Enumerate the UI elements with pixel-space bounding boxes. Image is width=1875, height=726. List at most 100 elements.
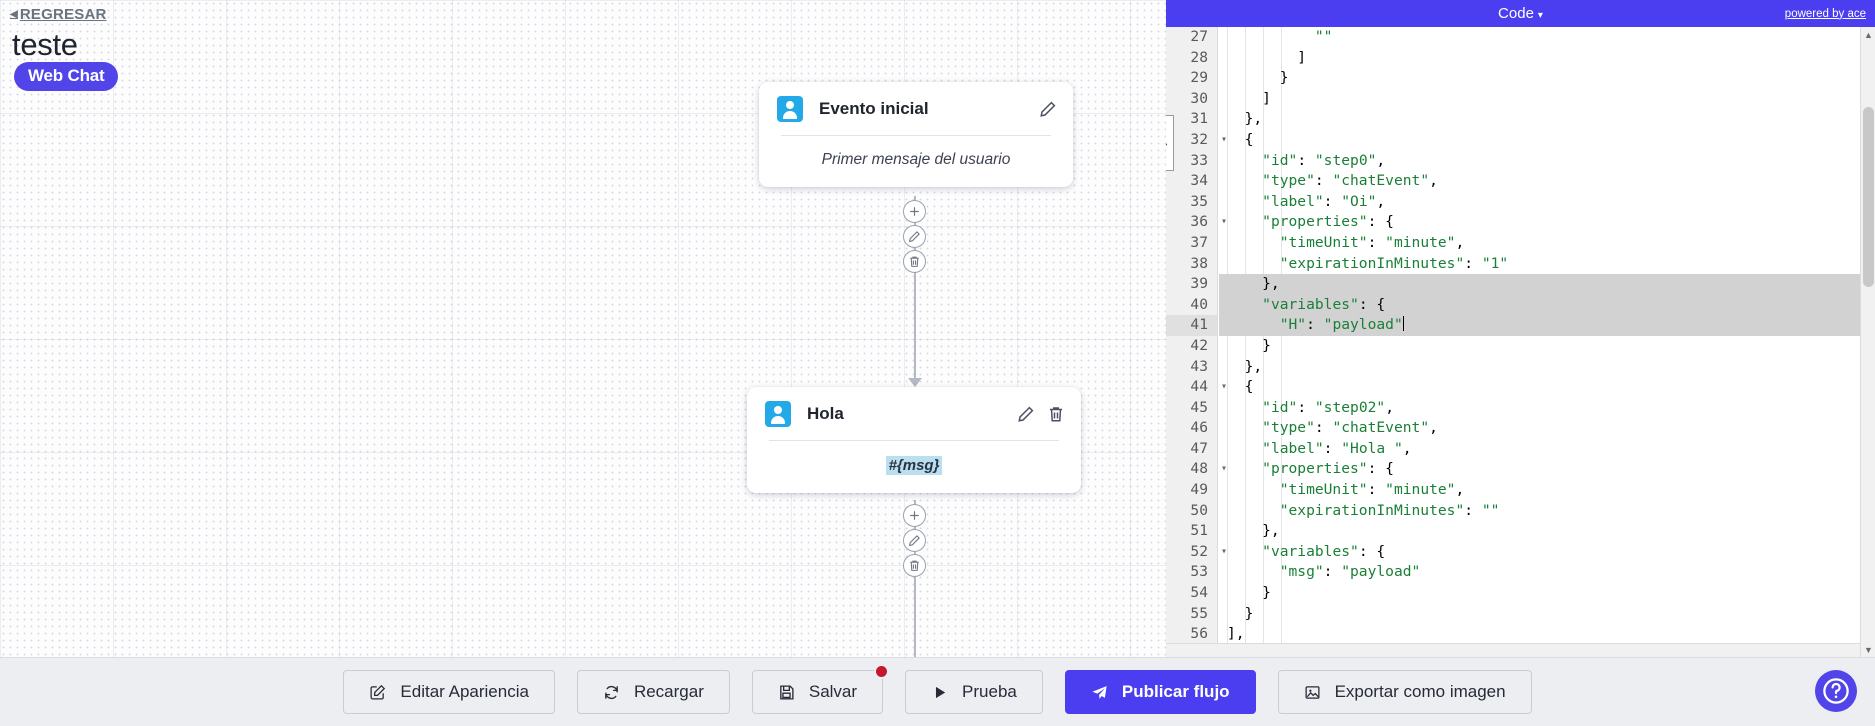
code-line[interactable]: "id": "step0", <box>1262 151 1386 169</box>
connector-tools-1[interactable] <box>903 200 926 273</box>
gutter-line-number[interactable]: 42 <box>1190 336 1208 354</box>
scrollbar-thumb[interactable] <box>1863 107 1874 287</box>
pencil-icon[interactable] <box>903 225 926 248</box>
code-line[interactable]: } <box>1227 604 1254 622</box>
code-line[interactable]: "type": "chatEvent", <box>1262 172 1438 190</box>
code-line[interactable]: }, <box>1219 274 1875 295</box>
gutter-line-number[interactable]: 48▾ <box>1166 459 1227 480</box>
code-line[interactable]: { <box>1227 130 1254 148</box>
fold-toggle-icon[interactable]: ▾ <box>1220 133 1227 145</box>
code-line[interactable]: "label": "Oi", <box>1262 192 1386 210</box>
gutter-line-number[interactable]: 51 <box>1190 522 1208 540</box>
help-button[interactable] <box>1815 670 1857 712</box>
code-line[interactable]: }, <box>1227 357 1263 375</box>
flow-canvas[interactable]: ◀ REGRESAR teste Web Chat <box>0 0 1166 657</box>
gutter-line-number[interactable]: 36▾ <box>1166 212 1227 233</box>
gutter-line-number[interactable]: 35 <box>1190 192 1208 210</box>
scroll-up-icon[interactable]: ▲ <box>1864 29 1873 40</box>
gutter-line-number[interactable]: 32▾ <box>1166 130 1227 151</box>
trash-icon[interactable] <box>1047 405 1065 423</box>
toolbar-button-recargar[interactable]: Recargar <box>576 670 730 714</box>
code-line[interactable]: "type": "chatEvent", <box>1262 419 1438 437</box>
editor-content[interactable]: "" ] } ] }, { "id": "step0", "type": "ch… <box>1219 27 1875 657</box>
gutter-line-number[interactable]: 37 <box>1190 233 1208 251</box>
code-line[interactable]: "expirationInMinutes": "1" <box>1279 254 1509 272</box>
gutter-line-number[interactable]: 50 <box>1190 501 1208 519</box>
pencil-icon[interactable] <box>1017 405 1035 423</box>
gutter-line-number[interactable]: 49 <box>1190 481 1208 499</box>
gutter-line-number[interactable]: 45 <box>1190 398 1208 416</box>
gutter-line-number[interactable]: 33 <box>1190 151 1208 169</box>
toolbar-button-salvar[interactable]: Salvar <box>751 670 884 714</box>
code-line[interactable]: }, <box>1227 110 1263 128</box>
code-line[interactable]: "id": "step02", <box>1262 398 1394 416</box>
gutter-line-number[interactable]: 55 <box>1190 604 1208 622</box>
fold-toggle-icon[interactable]: ▾ <box>1220 545 1227 557</box>
code-line[interactable]: "label": "Hola ", <box>1262 439 1412 457</box>
gutter-line-number[interactable]: 38 <box>1190 254 1208 272</box>
editor-vertical-scrollbar[interactable]: ▲ ▼ <box>1860 27 1875 657</box>
flow-node-evento-inicial[interactable]: Evento inicial Primer mensaje del usuari… <box>759 82 1073 187</box>
code-line[interactable]: "expirationInMinutes": "" <box>1279 501 1500 519</box>
gutter-line-number[interactable]: 56 <box>1190 625 1208 643</box>
gutter-line-number[interactable]: 28 <box>1190 48 1208 66</box>
gutter-line-number[interactable]: 30 <box>1190 89 1208 107</box>
gutter-line-number[interactable]: 41 <box>1166 315 1217 336</box>
code-line[interactable]: ], <box>1227 625 1245 643</box>
back-link[interactable]: ◀ REGRESAR <box>10 6 107 23</box>
editor-horizontal-scrollbar[interactable] <box>1166 643 1860 657</box>
flow-node-hola[interactable]: Hola #{msg} <box>747 387 1081 493</box>
fold-toggle-icon[interactable]: ▾ <box>1220 381 1227 393</box>
code-line[interactable]: "properties": { <box>1262 460 1394 478</box>
add-step-icon[interactable] <box>903 200 926 223</box>
gutter-line-number[interactable]: 27 <box>1190 28 1208 45</box>
connector-tools-2[interactable] <box>903 504 926 577</box>
code-panel-title-dropdown[interactable]: Code▾ <box>1166 5 1875 22</box>
code-line[interactable]: "timeUnit": "minute", <box>1279 481 1465 499</box>
code-line[interactable]: "timeUnit": "minute", <box>1279 233 1465 251</box>
code-line[interactable]: "msg": "payload" <box>1279 563 1421 581</box>
code-line[interactable]: "" <box>1314 28 1333 45</box>
code-line[interactable]: ] <box>1227 89 1271 107</box>
gutter-line-number[interactable]: 43 <box>1190 357 1208 375</box>
fold-toggle-icon[interactable]: ▾ <box>1220 463 1227 475</box>
code-line[interactable]: } <box>1227 584 1271 602</box>
code-line[interactable]: "variables": { <box>1219 294 1875 316</box>
code-line[interactable]: ] <box>1227 48 1307 66</box>
toolbar-button-prueba[interactable]: Prueba <box>905 670 1043 714</box>
gutter-line-number[interactable]: 31 <box>1190 110 1208 128</box>
add-step-icon[interactable] <box>903 504 926 527</box>
code-line[interactable]: "H": "payload" <box>1219 315 1875 336</box>
powered-by-ace-link[interactable]: powered by ace <box>1784 7 1866 20</box>
trash-icon[interactable] <box>903 554 926 577</box>
gutter-line-number[interactable]: 46 <box>1190 419 1208 437</box>
gutter-line-number[interactable]: 39 <box>1190 275 1208 293</box>
gutter-line-number[interactable]: 52▾ <box>1166 542 1227 563</box>
code-line[interactable]: } <box>1227 69 1289 87</box>
code-line[interactable]: } <box>1227 336 1271 354</box>
pencil-icon[interactable] <box>903 529 926 552</box>
gutter-line-number[interactable]: 40▾ <box>1166 295 1227 316</box>
toolbar-button-publicar-flujo[interactable]: Publicar flujo <box>1064 670 1256 714</box>
code-line[interactable]: "variables": { <box>1262 542 1386 560</box>
gutter-line-number[interactable]: 53 <box>1190 563 1208 581</box>
gutter-line-number[interactable]: 47 <box>1190 439 1208 457</box>
gutter-line-number[interactable]: 44▾ <box>1166 377 1227 398</box>
fold-toggle-icon[interactable]: ▾ <box>1220 216 1227 228</box>
gutter-line-number[interactable]: 54 <box>1190 584 1208 602</box>
pencil-icon[interactable] <box>1039 100 1057 118</box>
scroll-down-icon[interactable]: ▼ <box>1864 644 1873 655</box>
code-fold-widget[interactable]: ❯ <box>1166 115 1174 171</box>
gutter-line-number[interactable]: 29 <box>1190 69 1208 87</box>
toolbar-button-exportar-como-imagen[interactable]: Exportar como imagen <box>1277 670 1532 714</box>
code-line[interactable]: }, <box>1227 522 1280 540</box>
toolbar-button-editar-apariencia[interactable]: Editar Apariencia <box>343 670 555 714</box>
node-actions[interactable] <box>1039 100 1057 118</box>
code-line[interactable]: { <box>1227 378 1254 396</box>
code-line[interactable]: "properties": { <box>1262 213 1394 231</box>
node-actions[interactable] <box>1017 405 1065 423</box>
trash-icon[interactable] <box>903 250 926 273</box>
gutter-line-number[interactable]: 34 <box>1190 172 1208 190</box>
